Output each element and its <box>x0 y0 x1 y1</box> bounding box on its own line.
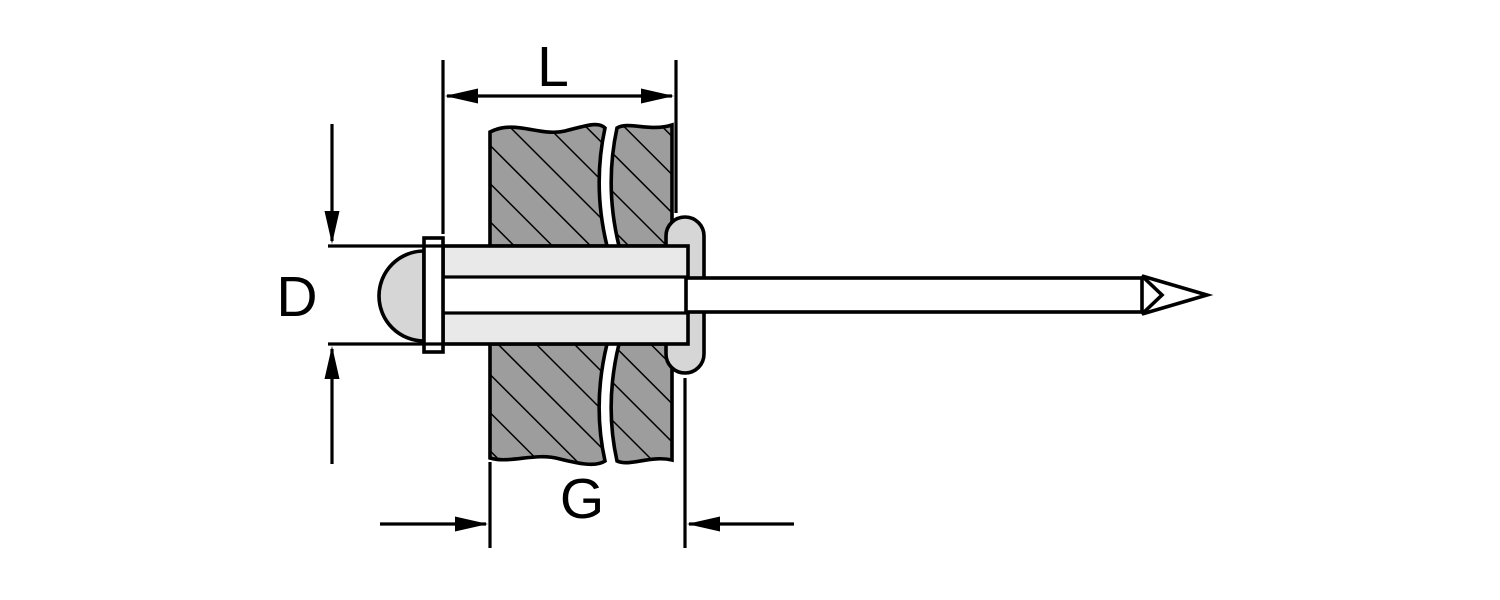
dimension-labels: L D G <box>276 35 604 531</box>
rivet-head-dome <box>377 249 426 343</box>
label-length: L <box>537 35 569 99</box>
diameter-arrow-down-icon <box>324 211 340 244</box>
label-diameter: D <box>276 265 317 329</box>
length-arrow-left-icon <box>445 88 478 104</box>
grip-arrow-left-icon <box>687 516 720 532</box>
clamped-plates <box>488 122 674 467</box>
dimension-length <box>441 60 678 234</box>
length-arrow-right-icon <box>641 88 674 104</box>
mandrel-core <box>441 275 690 315</box>
dimension-diameter <box>324 124 443 464</box>
mandrel-tip <box>1140 274 1214 316</box>
grip-arrow-right-icon <box>455 516 488 532</box>
mandrel-stem <box>684 276 1144 314</box>
dimensions <box>324 60 794 548</box>
top-plate-left <box>488 122 610 248</box>
bottom-plate-right <box>609 342 674 465</box>
blind-rivet <box>377 215 1214 375</box>
label-grip: G <box>560 467 604 531</box>
bottom-plate-left <box>488 342 610 467</box>
top-plate-right <box>609 122 674 248</box>
dimension-grip <box>380 378 794 548</box>
diameter-arrow-up-icon <box>324 346 340 379</box>
rivet-head-washer <box>422 236 445 354</box>
